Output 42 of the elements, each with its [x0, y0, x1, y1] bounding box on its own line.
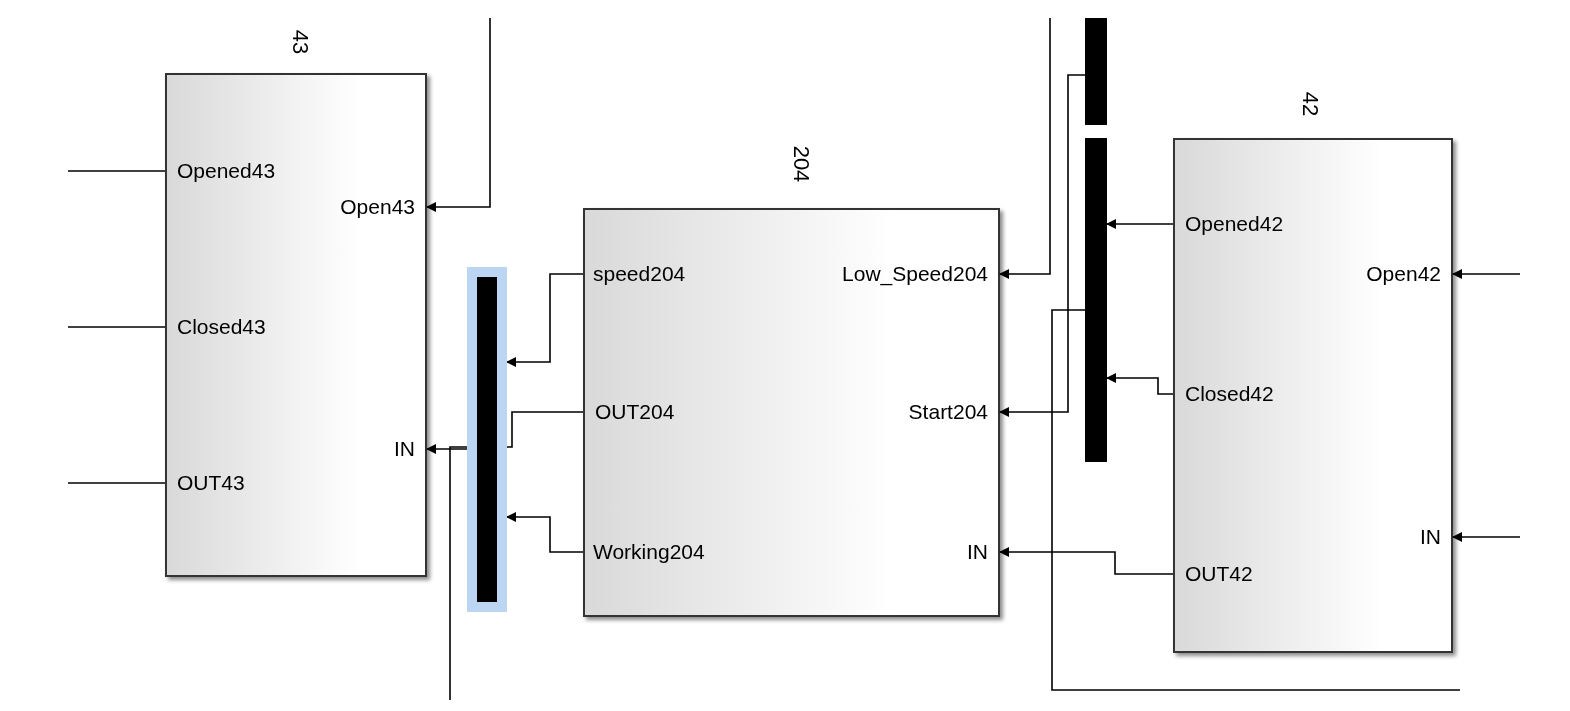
- signal-arrow: [506, 273, 584, 367]
- signal-arrow: [1452, 269, 1521, 279]
- port-label: IN: [967, 540, 988, 564]
- signal-arrow: [506, 512, 584, 553]
- signal-line: [67, 326, 166, 328]
- signal-line: [67, 482, 166, 484]
- port-label: speed204: [593, 262, 686, 286]
- bus-bar: [467, 267, 507, 612]
- port-label: Open42: [1366, 262, 1441, 286]
- port-label: Open43: [340, 195, 415, 219]
- signal-line: [506, 411, 584, 448]
- block-number: 204: [789, 145, 814, 183]
- subsystem-block: [165, 73, 427, 577]
- signal-line: [449, 446, 468, 701]
- signal-arrow: [1452, 532, 1521, 542]
- block-number: 43: [288, 29, 313, 55]
- port-label: Opened42: [1185, 212, 1284, 236]
- block-number: 42: [1298, 91, 1323, 117]
- subsystem-block: [1173, 138, 1453, 653]
- port-label: Working204: [593, 540, 705, 564]
- port-label: Low_Speed204: [842, 262, 988, 286]
- port-label: Closed43: [177, 315, 266, 339]
- signal-arrow: [426, 444, 468, 454]
- port-label: Start204: [908, 400, 988, 424]
- bus-bar: [1085, 138, 1107, 462]
- port-label: IN: [394, 437, 415, 461]
- signal-line: [1051, 309, 1461, 691]
- signal-line: [67, 170, 166, 172]
- signal-arrow: [999, 74, 1086, 417]
- port-label: IN: [1420, 525, 1441, 549]
- port-label: OUT43: [177, 471, 245, 495]
- subsystem-block: [583, 208, 1000, 617]
- bus-bar: [1085, 18, 1107, 125]
- port-label: OUT42: [1185, 562, 1253, 586]
- signal-arrow: [1106, 373, 1174, 395]
- port-label: Opened43: [177, 159, 276, 183]
- signal-arrow: [999, 547, 1174, 575]
- port-label: OUT204: [595, 400, 675, 424]
- signal-arrow: [1106, 219, 1174, 229]
- port-label: Closed42: [1185, 382, 1274, 406]
- signal-arrow: [426, 17, 491, 212]
- signal-arrow: [999, 17, 1051, 279]
